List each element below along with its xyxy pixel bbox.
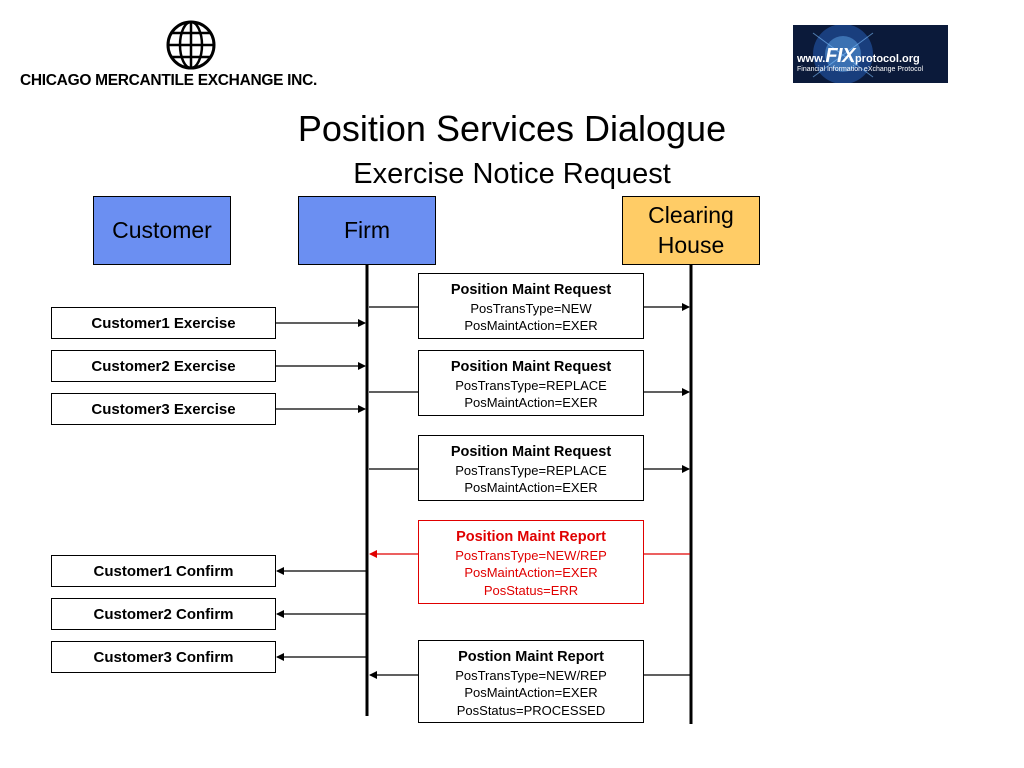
globe-icon (166, 20, 216, 70)
message-line: PosTransType=NEW/REP (455, 547, 607, 563)
message-line: PosTransType=NEW (470, 300, 592, 316)
fix-logo-prefix: www. (797, 53, 826, 65)
fix-logo-brand: FIX (825, 45, 855, 67)
message-title: Position Maint Request (450, 444, 612, 460)
actor-customer: Customer (93, 196, 231, 265)
message-line: PosTransType=NEW/REP (455, 667, 607, 683)
fix-logo-background (812, 25, 874, 83)
message-box-request-2: Position Maint Request PosTransType=REPL… (418, 350, 644, 416)
customer1-exercise-box: Customer1 Exercise (51, 307, 276, 339)
message-title: Position Maint Request (450, 359, 612, 375)
message-title: Position Maint Report (456, 529, 606, 545)
message-line: PosMaintAction=EXER (464, 685, 598, 700)
message-title: Position Maint Request (450, 282, 612, 298)
message-title: Postion Maint Report (458, 649, 604, 665)
fix-logo-main: www.FIXprotocol.org (797, 45, 920, 68)
message-line: PosStatus=PROCESSED (456, 702, 606, 718)
customer3-confirm-box: Customer3 Confirm (51, 641, 276, 673)
fix-logo-tagline: Financial Information eXchange Protocol (797, 66, 924, 73)
message-box-report-err: Position Maint Report PosTransType=NEW/R… (418, 520, 644, 604)
page-title: Position Services Dialogue (297, 108, 727, 149)
customer2-confirm-box: Customer2 Confirm (51, 598, 276, 630)
customer1-confirm-box: Customer1 Confirm (51, 555, 276, 587)
message-line: PosTransType=REPLACE (455, 462, 607, 478)
fix-logo-suffix: protocol.org (854, 53, 920, 65)
message-box-report-processed: Postion Maint Report PosTransType=NEW/RE… (418, 640, 644, 723)
message-box-request-3: Position Maint Request PosTransType=REPL… (418, 435, 644, 501)
customer3-exercise-box: Customer3 Exercise (51, 393, 276, 425)
actor-clearing-house: Clearing House (622, 196, 760, 265)
message-box-request-1: Position Maint Request PosTransType=NEW … (418, 273, 644, 339)
message-line: PosMaintAction=EXER (464, 565, 598, 580)
page-subtitle: Exercise Notice Request (353, 158, 671, 190)
fix-protocol-logo: www.FIXprotocol.org Financial Informatio… (793, 25, 948, 83)
message-line: PosMaintAction=EXER (464, 318, 598, 333)
cme-logo-text: CHICAGO MERCANTILE EXCHANGE INC. (20, 72, 317, 89)
message-line: PosStatus=ERR (483, 582, 579, 598)
message-line: PosMaintAction=EXER (464, 480, 598, 495)
message-line: PosTransType=REPLACE (455, 377, 607, 393)
customer2-exercise-box: Customer2 Exercise (51, 350, 276, 382)
actor-firm: Firm (298, 196, 436, 265)
message-line: PosMaintAction=EXER (464, 395, 598, 410)
